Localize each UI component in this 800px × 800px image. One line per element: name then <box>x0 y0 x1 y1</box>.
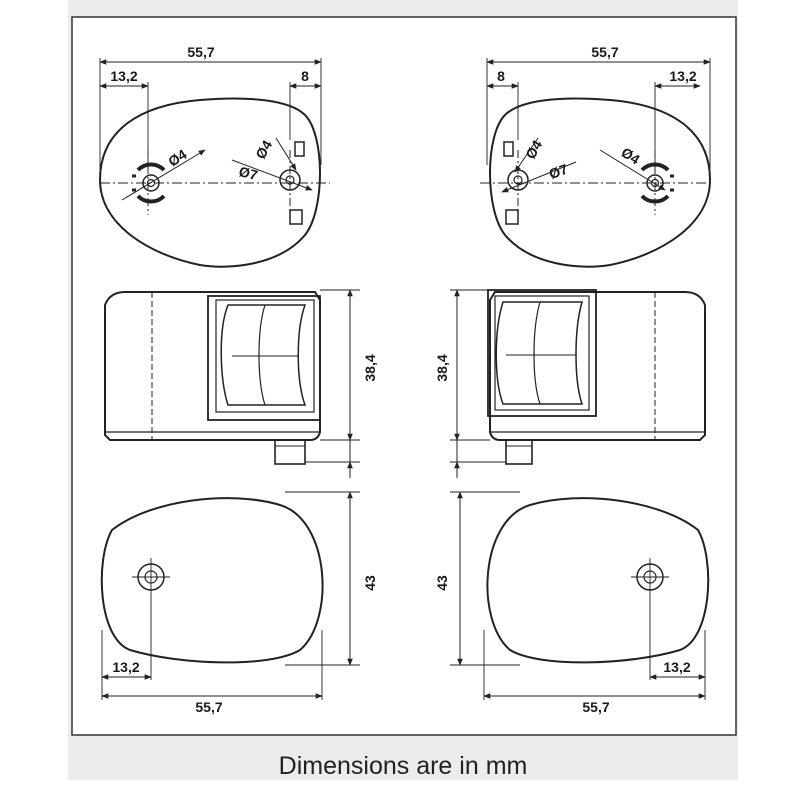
dim-label-left-bottom-offset: 13,2 <box>112 659 139 675</box>
dim-label-right-bottom-offset: 13,2 <box>663 659 690 675</box>
drawing-area <box>71 16 737 736</box>
dim-label-left-large-hole: Ø7 <box>237 163 259 183</box>
dim-label-right-top-offset: 13,2 <box>669 68 696 84</box>
dim-label-left-height: 38,4 <box>362 354 378 381</box>
dim-label-right-large-hole: Ø7 <box>547 161 570 182</box>
dim-label-left-bottom-width: 55,7 <box>195 699 222 715</box>
right-bottom-view <box>450 491 710 700</box>
dim-label-right-bottom-width: 55,7 <box>582 699 609 715</box>
dim-label-left-top-offset: 13,2 <box>110 68 137 84</box>
dim-label-right-top-width: 55,7 <box>591 44 618 60</box>
dim-label-right-height: 38,4 <box>434 354 450 381</box>
right-top-view <box>480 58 712 268</box>
dim-label-left-top-width: 55,7 <box>187 44 214 60</box>
caption: Dimensions are in mm <box>278 752 528 780</box>
dim-label-left-top-flange: 8 <box>301 68 309 84</box>
left-front-view <box>104 289 360 478</box>
left-top-view <box>98 58 330 268</box>
dim-label-right-top-flange: 8 <box>497 68 505 84</box>
dim-label-right-depth: 43 <box>434 575 450 591</box>
right-front-view <box>450 289 706 478</box>
left-bottom-view <box>100 491 360 700</box>
dim-label-left-depth: 43 <box>362 575 378 591</box>
